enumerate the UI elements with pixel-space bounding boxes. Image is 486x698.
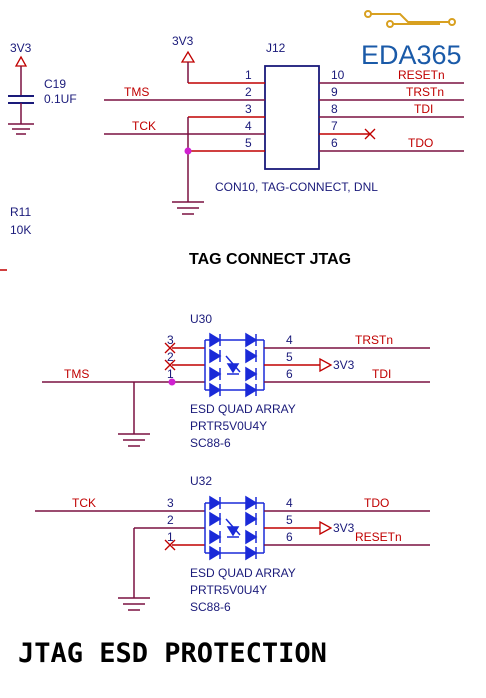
net-label-tms: TMS: [64, 367, 89, 381]
j12-pin-4: 4: [245, 119, 252, 133]
u30-pin-2: 2: [167, 350, 174, 364]
j12-pin-7: 7: [331, 119, 338, 133]
net-label-tdi: TDI: [414, 102, 433, 116]
u32-pin-3: 3: [167, 496, 174, 510]
u32-pin-2: 2: [167, 513, 174, 527]
u30-pin-3: 3: [167, 333, 174, 347]
eda365-logo: EDA365: [361, 10, 462, 70]
j12-pin-8: 8: [331, 102, 338, 116]
j12-pin-5: 5: [245, 136, 252, 150]
tag-connect-title: TAG CONNECT JTAG: [189, 251, 351, 268]
u30-pin-6: 6: [286, 367, 293, 381]
r11-ref: R11: [10, 205, 31, 219]
j12-pin-10: 10: [331, 68, 345, 82]
net-label-3v3: 3V3: [333, 358, 355, 372]
power-arrow-icon: [14, 55, 28, 67]
u30-pin-1: 1: [167, 367, 174, 381]
u32-pin-1: 1: [167, 530, 174, 544]
j12-ref: J12: [266, 41, 286, 55]
u32-description: ESD QUAD ARRAY: [190, 566, 296, 580]
r11-resistor: R11 10K: [0, 205, 31, 271]
net-label-3v3: 3V3: [333, 521, 355, 535]
diode-array-icon: [204, 495, 265, 561]
u32-package: SC88-6: [190, 600, 231, 614]
c19-value: 0.1UF: [44, 92, 77, 106]
diode-array-icon: [204, 332, 265, 398]
u32-pin-4: 4: [286, 496, 293, 510]
u30-description: ESD QUAD ARRAY: [190, 402, 296, 416]
j12-rail-label: 3V3: [172, 34, 194, 48]
j12-pin-3: 3: [245, 102, 252, 116]
u32-pin-6: 6: [286, 530, 293, 544]
j12-pin-6: 6: [331, 136, 338, 150]
u30-part-number: PRTR5V0U4Y: [190, 419, 267, 433]
u30-pin-5: 5: [286, 350, 293, 364]
junction-dot: [168, 378, 176, 386]
u30-package: SC88-6: [190, 436, 231, 450]
junction-dot: [184, 147, 192, 155]
net-label-tck: TCK: [72, 496, 96, 510]
c19-ref: C19: [44, 77, 66, 91]
net-label-resetn: RESETn: [398, 68, 445, 82]
u32-part-number: PRTR5V0U4Y: [190, 583, 267, 597]
net-label-tms: TMS: [124, 85, 149, 99]
c19-rail-label: 3V3: [10, 41, 32, 55]
j12-pin-9: 9: [331, 85, 338, 99]
u32-esd-array: U32 3 2 1 TCK: [35, 474, 430, 614]
j12-body: [264, 65, 320, 170]
u30-ref: U30: [190, 312, 212, 326]
net-label-trstn: TRSTn: [355, 333, 393, 347]
u32-pin-5: 5: [286, 513, 293, 527]
net-label-tck: TCK: [132, 119, 156, 133]
r11-value: 10K: [10, 223, 31, 237]
net-label-tdo: TDO: [364, 496, 389, 510]
net-label-resetn: RESETn: [355, 530, 402, 544]
logo-text: EDA365: [361, 40, 462, 70]
net-label-trstn: TRSTn: [406, 85, 444, 99]
j12-description: CON10, TAG-CONNECT, DNL: [215, 180, 378, 194]
power-arrow-icon: [319, 357, 333, 373]
j12-connector: 3V3 J12 1 2 3 4 5 TMS TCK 10 9 8: [104, 34, 464, 215]
power-arrow-icon: [319, 520, 333, 536]
u30-esd-array: U30 3 2 1 TMS: [42, 312, 430, 450]
u32-ref: U32: [190, 474, 212, 488]
net-label-tdo: TDO: [408, 136, 433, 150]
c19-capacitor: 3V3 C19 0.1UF: [8, 41, 77, 135]
u30-pin-4: 4: [286, 333, 293, 347]
j12-pin-2: 2: [245, 85, 252, 99]
j12-pin-1: 1: [245, 68, 252, 82]
power-arrow-icon: [180, 50, 196, 63]
esd-protection-title: JTAG ESD PROTECTION: [18, 638, 327, 669]
net-label-tdi: TDI: [372, 367, 391, 381]
